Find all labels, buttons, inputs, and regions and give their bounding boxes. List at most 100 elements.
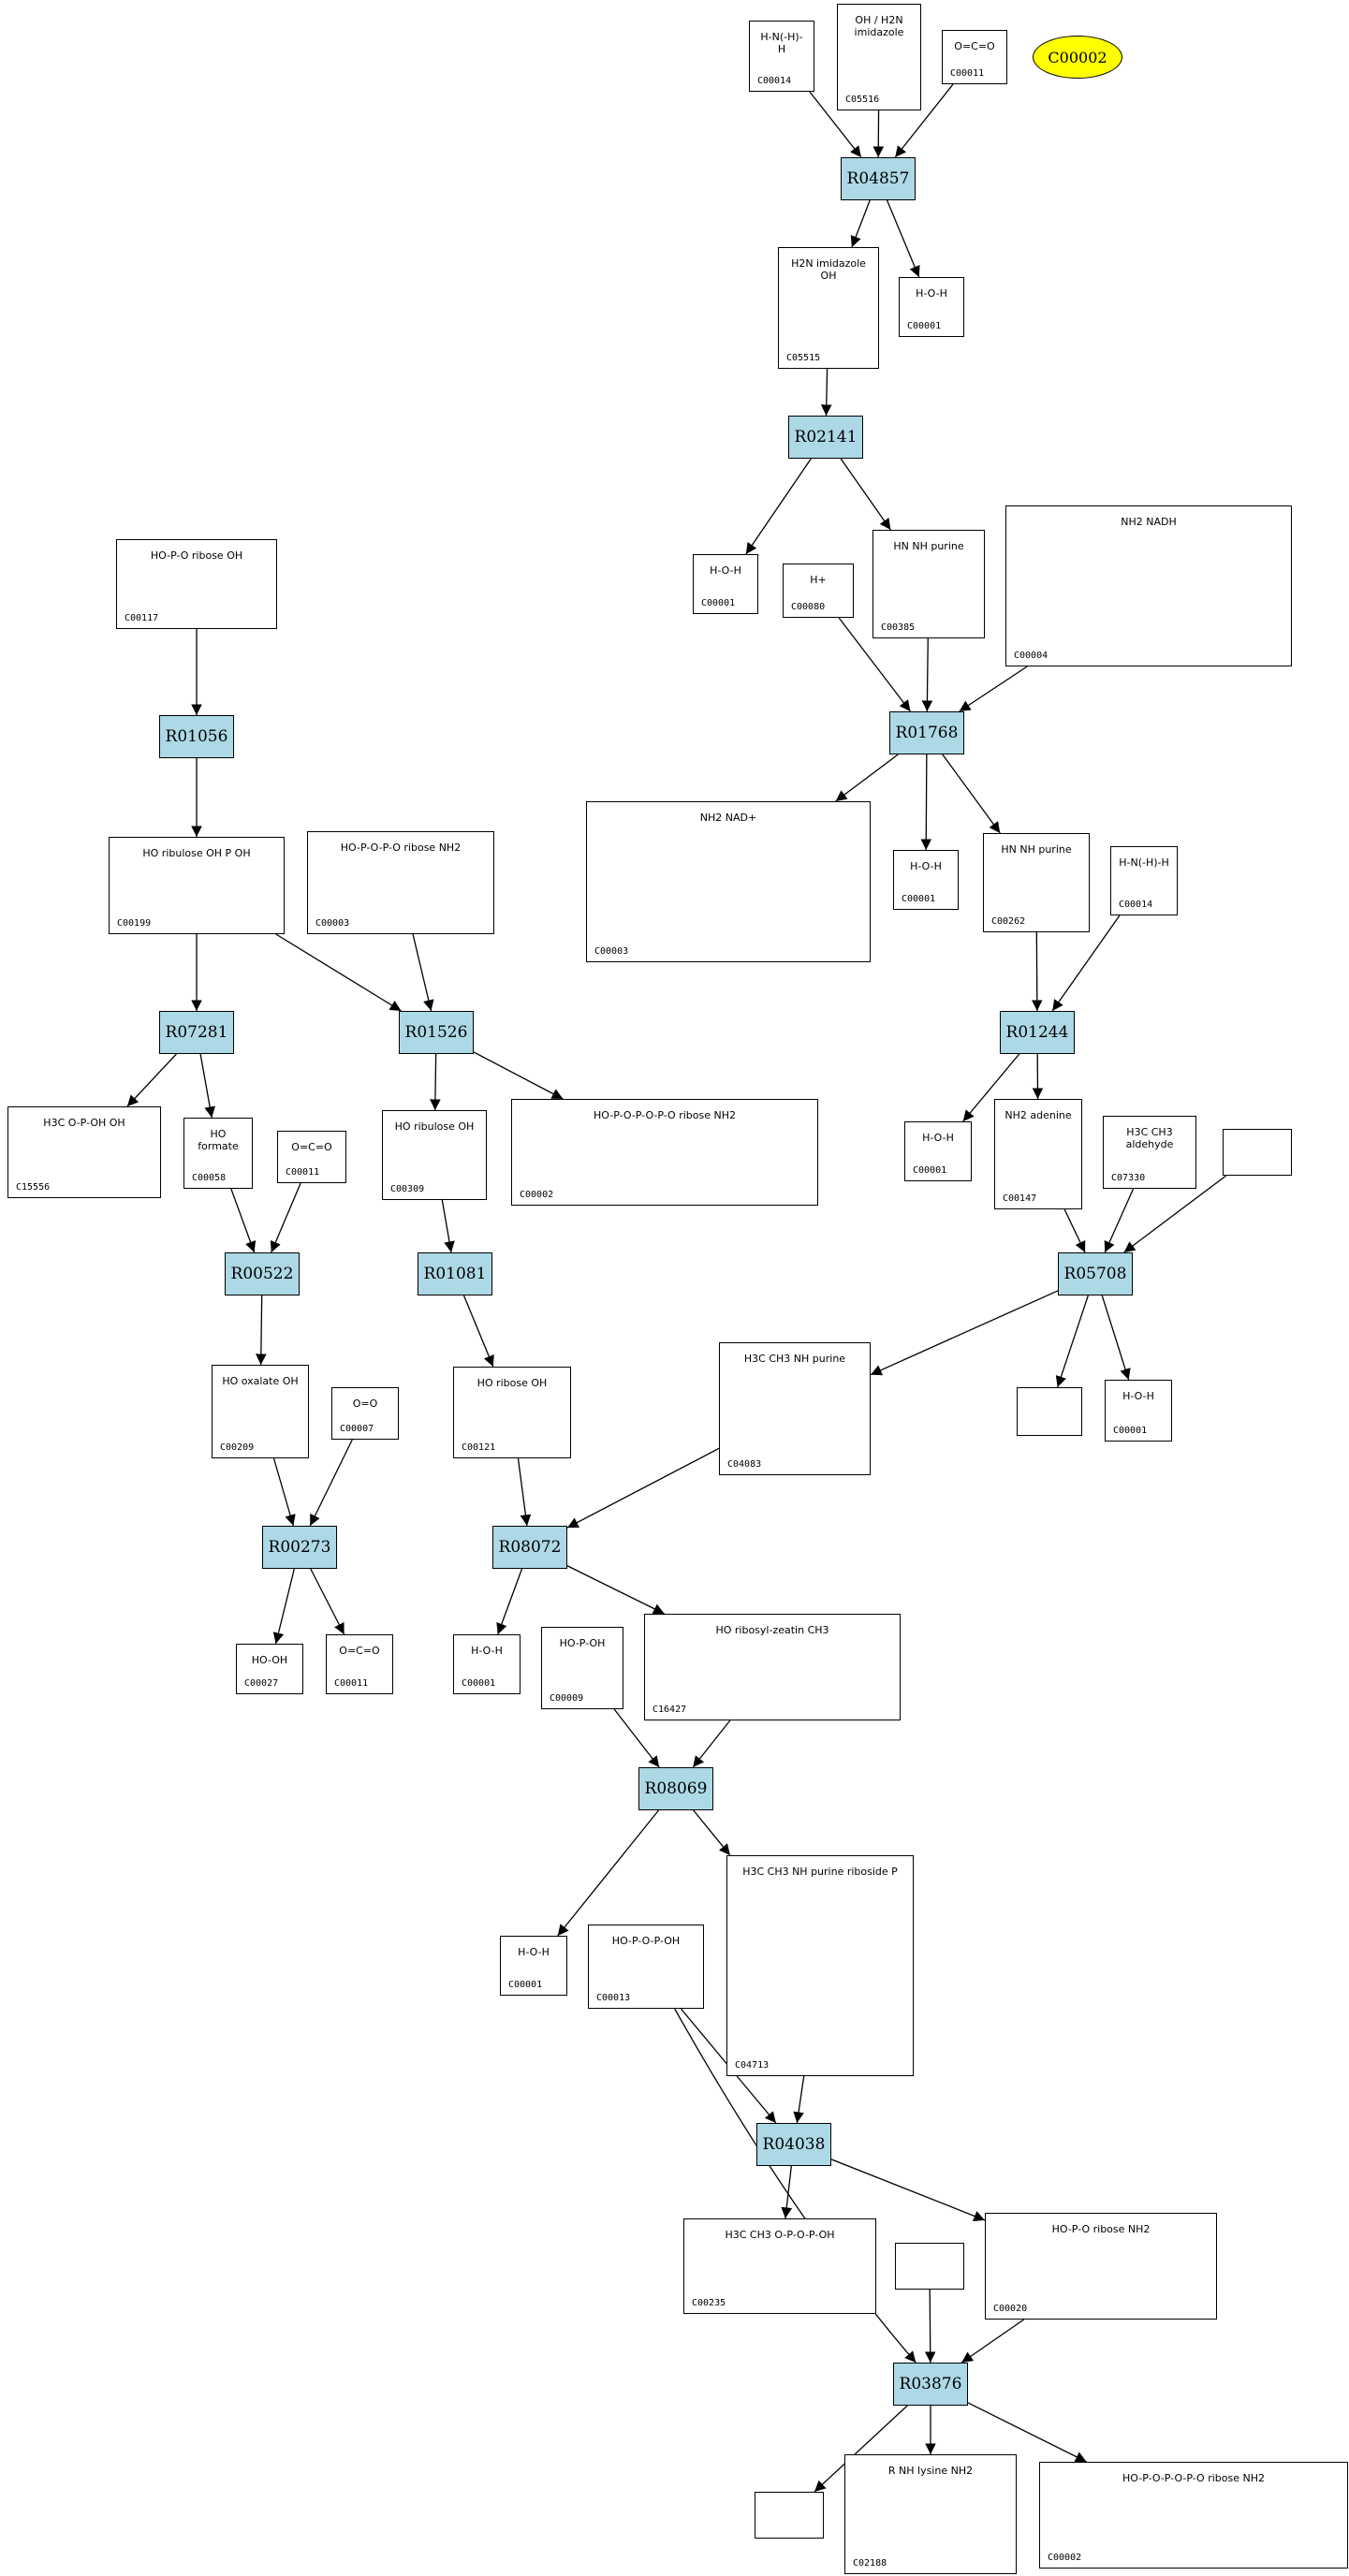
- compound-node[interactable]: [1017, 1387, 1082, 1436]
- compound-node[interactable]: NH2 NAD+C00003: [586, 801, 871, 962]
- compound-id-label: C00199: [117, 918, 152, 929]
- compound-node[interactable]: H-N(-H)-H C00014: [1110, 846, 1178, 915]
- reaction-node[interactable]: R00273: [262, 1526, 337, 1569]
- reaction-node[interactable]: R01526: [399, 1011, 474, 1054]
- structure-text: H+: [810, 574, 827, 586]
- reaction-node[interactable]: R02141: [788, 416, 863, 459]
- compound-node[interactable]: [1223, 1129, 1292, 1176]
- structure-text: H-N(-H)-H: [1119, 856, 1169, 869]
- structure-text: NH2 NAD+: [699, 812, 757, 824]
- node-label: R04857: [846, 169, 910, 188]
- edge-arrow: [272, 1568, 295, 1645]
- edge-arrow: [850, 199, 871, 248]
- compound-node[interactable]: [755, 2492, 824, 2539]
- compound-node[interactable]: H-O-H C00001: [1105, 1380, 1172, 1442]
- compound-id-label: C00262: [991, 916, 1026, 927]
- reaction-node[interactable]: R01244: [1000, 1011, 1075, 1054]
- reaction-node[interactable]: R04038: [756, 2123, 831, 2166]
- edge-arrow: [272, 1457, 296, 1527]
- edge-arrow: [967, 2402, 1087, 2463]
- reaction-node[interactable]: R08069: [638, 1767, 713, 1810]
- structure-text: HO ribulose OH P OH: [142, 847, 251, 859]
- edge-arrow: [275, 933, 402, 1012]
- reaction-node[interactable]: R03876: [893, 2363, 968, 2406]
- edge-arrow: [962, 1053, 1020, 1122]
- highlight-node[interactable]: C00002: [1033, 36, 1122, 79]
- node-label: R03876: [899, 2375, 962, 2393]
- structure-text: HO-P-O-P-O ribose NH2: [340, 842, 462, 854]
- structure-text: H3C CH3 aldehyde: [1125, 1126, 1174, 1150]
- reaction-node[interactable]: R01056: [159, 715, 234, 758]
- edge-arrow: [473, 1051, 564, 1100]
- reaction-node[interactable]: R08072: [492, 1526, 567, 1569]
- reaction-node[interactable]: R01081: [418, 1252, 492, 1295]
- structure-text: H-O-H: [471, 1645, 503, 1657]
- node-label: R01056: [165, 727, 228, 746]
- edge-arrow: [1063, 1208, 1086, 1253]
- edge-arrow: [1031, 931, 1043, 1012]
- structure-text: H-O-H: [1122, 1390, 1154, 1402]
- compound-id-label: C00014: [1119, 900, 1153, 910]
- compound-node[interactable]: HO ribulose OH P OH C00199: [109, 837, 285, 934]
- edge-arrow: [693, 1809, 731, 1856]
- structure-text: HO-P-OH: [559, 1637, 606, 1649]
- structure-text: HO-OH: [251, 1654, 288, 1666]
- compound-node[interactable]: H+C00080: [783, 564, 854, 618]
- edge-arrow: [255, 1295, 267, 1366]
- compound-node[interactable]: [895, 2243, 964, 2290]
- reaction-node[interactable]: R05708: [1058, 1252, 1133, 1295]
- reaction-node[interactable]: R04857: [841, 157, 916, 200]
- structure-text: HO ribosyl-zeatin CH3: [715, 1624, 829, 1636]
- reaction-node[interactable]: R01768: [889, 711, 964, 754]
- structure-text: H2N imidazole OH: [791, 257, 866, 282]
- edge-arrow: [959, 666, 1028, 712]
- compound-id-label: C00117: [125, 613, 159, 623]
- edge-arrow: [412, 933, 434, 1012]
- compound-id-label: C00001: [1113, 1426, 1148, 1436]
- compound-id-label: C16427: [653, 1705, 687, 1715]
- node-label: R01768: [895, 724, 959, 742]
- structure-text: H-O-H: [518, 1946, 550, 1958]
- structure-text: H3C CH3 NH purine: [743, 1353, 846, 1365]
- reaction-node[interactable]: R00522: [225, 1252, 300, 1295]
- compound-id-label: C00121: [462, 1442, 496, 1453]
- reaction-node[interactable]: R07281: [159, 1011, 234, 1054]
